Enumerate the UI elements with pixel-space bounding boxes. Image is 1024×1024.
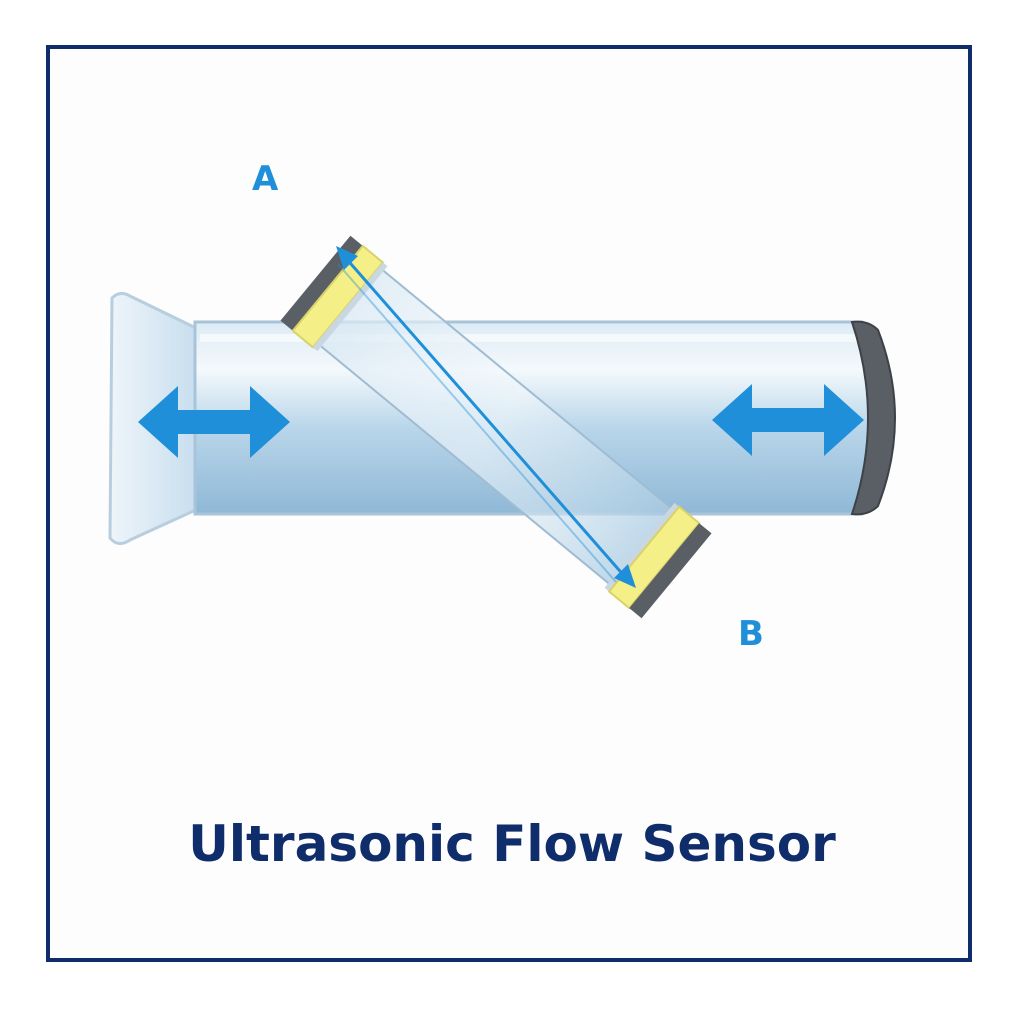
transducer-b-label: B [738, 614, 764, 654]
diagram-title: Ultrasonic Flow Sensor [188, 815, 836, 873]
flow-arrow-left [138, 386, 290, 458]
flow-arrow-right [712, 384, 864, 456]
signal-path-arrow [336, 246, 636, 588]
pipe-end-cap [850, 320, 896, 516]
transducer-a-label: A [252, 159, 279, 199]
transducer-b-housing [629, 523, 712, 619]
